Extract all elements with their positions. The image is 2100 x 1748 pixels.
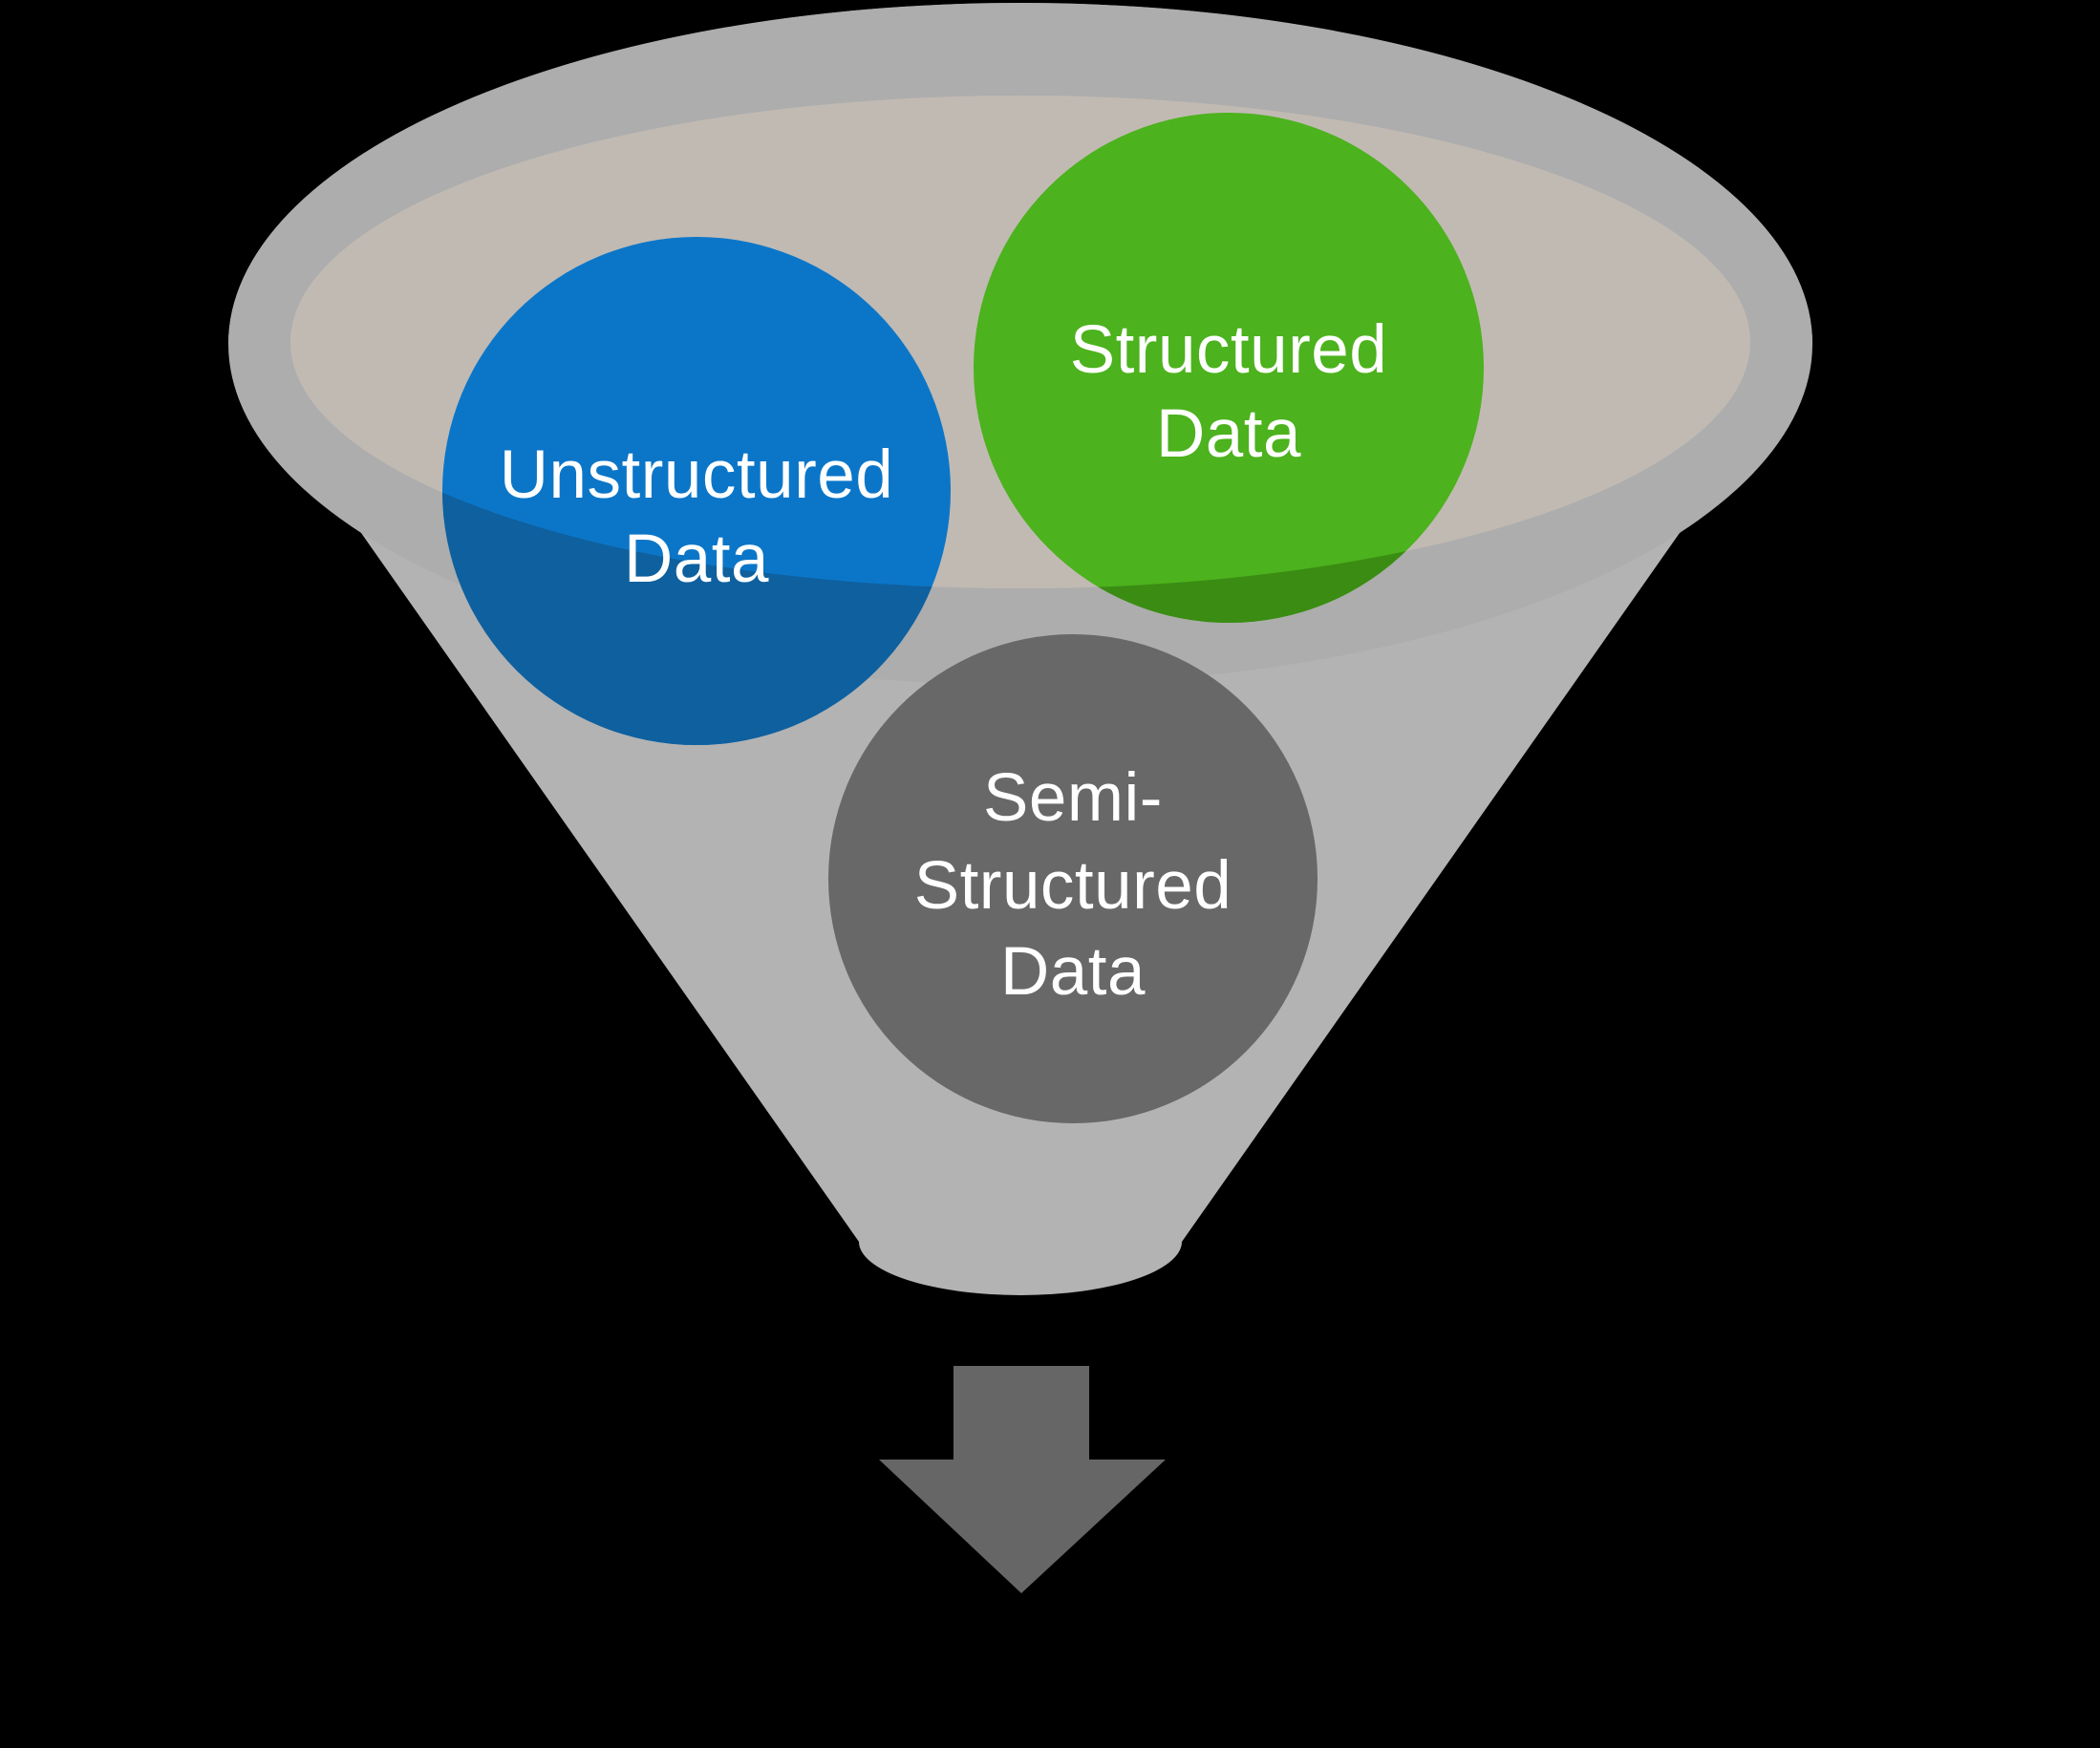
semi-structured-data-label-line2: Structured <box>914 848 1232 924</box>
down-arrow-icon <box>879 1366 1166 1593</box>
semi-structured-data-circle <box>828 634 1318 1123</box>
unstructured-data-label-line1: Unstructured <box>500 437 893 513</box>
unstructured-data-label-line2: Data <box>624 522 769 597</box>
semi-structured-data-label-line1: Semi- <box>983 760 1163 836</box>
semi-structured-data-label-line3: Data <box>1000 934 1146 1010</box>
structured-data-label-line2: Data <box>1156 396 1301 472</box>
structured-data-circle <box>974 113 1484 623</box>
structured-data-label-line1: Structured <box>1070 312 1388 388</box>
